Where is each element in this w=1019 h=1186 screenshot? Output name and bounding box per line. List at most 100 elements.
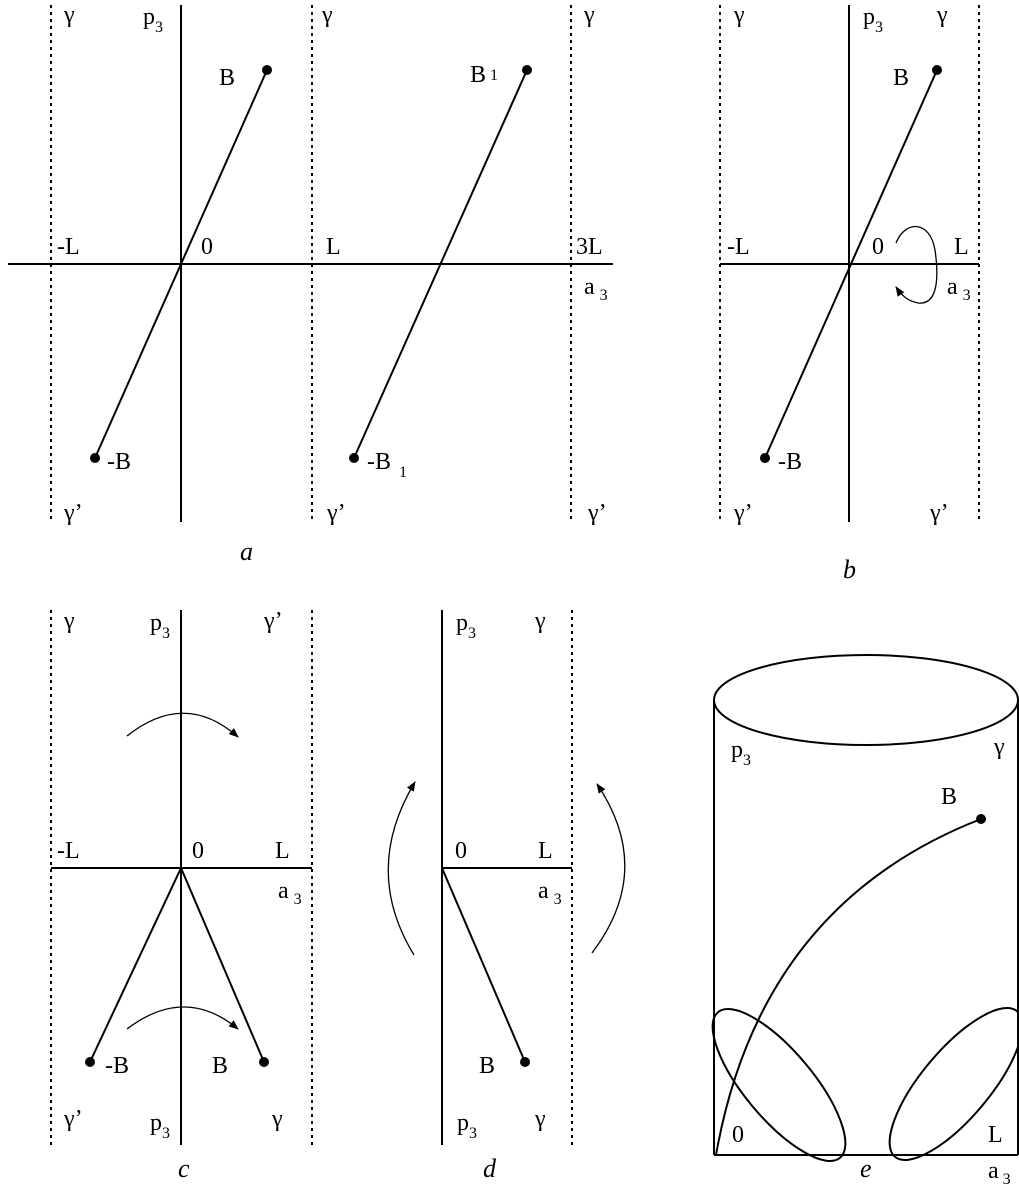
panel-b-L-label: L	[954, 234, 969, 260]
panel-a-point-B1	[522, 65, 532, 75]
panel-b-a-label: a	[947, 274, 958, 300]
panel-c-point-B	[259, 1057, 269, 1067]
panel-a-p-label: p	[143, 4, 155, 30]
panel-d-p-top-subscript: 3	[468, 625, 476, 642]
panel-d-p-top-label: p	[456, 610, 468, 636]
panel-a-gamma-prime-label: γ’	[63, 500, 83, 526]
panel-a-point-B	[262, 65, 272, 75]
panel-e-L-label: L	[988, 1122, 1003, 1148]
panel-c-p3-bottom-label: p3	[150, 1110, 170, 1142]
panel-c-L-label: L	[275, 838, 290, 864]
panel-a-minus-L-label: -L	[57, 234, 80, 260]
panel-d-p-bottom-label: p	[457, 1110, 469, 1136]
panel-b-p3-label: p3	[863, 4, 883, 36]
panel-c-gamma-prime-label: γ’	[263, 608, 283, 634]
panel-b-a-subscript: 3	[963, 287, 971, 304]
panel-a-p3-label: p3	[143, 4, 163, 36]
panel-a-point-minus-B1	[349, 453, 359, 463]
panel-c-B-label: B	[212, 1053, 228, 1079]
panel-a-3L-label: 3L	[576, 234, 603, 260]
panel-e-cylinder-top-ellipse	[713, 654, 1019, 746]
panel-a-gamma-prime-label: γ’	[326, 500, 346, 526]
panel-a-B-label: B	[219, 65, 235, 91]
panel-d-L-label: L	[538, 838, 553, 864]
panel-b-gamma-prime-label: γ’	[733, 500, 753, 526]
panel-c-gamma-label: γ	[63, 608, 75, 634]
panel-c-origin-label: 0	[192, 838, 204, 864]
panel-c-lower-arrow	[126, 1006, 239, 1030]
panel-c-segment-to-B	[180, 867, 265, 1063]
panel-a-B1-subscript: 1	[490, 67, 498, 84]
panel-b-caption: b	[843, 555, 856, 584]
panel-c-p-top-subscript: 3	[162, 625, 170, 642]
panel-b-p-label: p	[863, 4, 875, 30]
panel-c-p3-top-label: p3	[150, 610, 170, 642]
panel-d-p-bottom-subscript: 3	[469, 1125, 477, 1142]
panel-a-p-subscript: 3	[155, 19, 163, 36]
panel-a-gamma-prime-label: γ’	[587, 500, 607, 526]
panel-b-point-B	[932, 65, 942, 75]
panel-e-origin-label: 0	[732, 1122, 744, 1148]
panel-d-gamma-label: γ	[534, 608, 546, 634]
panel-a-shifted-trajectory-segment	[353, 69, 528, 459]
panel-e-right-tilted-ellipse	[888, 1007, 1019, 1161]
panel-a-L-label: L	[326, 234, 341, 260]
panel-c-minus-B-label: -B	[105, 1053, 129, 1079]
panel-e-p-subscript: 3	[743, 752, 751, 769]
panel-d-left-arrow	[387, 781, 416, 956]
panel-b-p-subscript: 3	[875, 19, 883, 36]
panel-b-gamma-label: γ	[936, 2, 948, 28]
panel-e-B-label: B	[941, 784, 957, 810]
panel-a-origin-label: 0	[201, 234, 213, 260]
panel-c-segment-to-minus-B	[89, 867, 182, 1063]
panel-b-gamma-label: γ	[733, 2, 745, 28]
panel-e-a-label: a	[988, 1158, 999, 1184]
panel-d-gamma-label: γ	[534, 1106, 546, 1132]
panel-c-upper-arrow	[126, 712, 239, 738]
panel-c-caption: c	[178, 1154, 190, 1183]
panel-d-caption: d	[483, 1154, 497, 1183]
panel-c-gamma-prime-label: γ’	[63, 1106, 83, 1132]
panel-e-left-tilted-ellipse	[711, 1008, 847, 1162]
panel-d-right-arrow	[591, 783, 626, 954]
panel-a-caption: a	[240, 537, 253, 566]
panel-e-p-label: p	[731, 737, 743, 763]
panel-e-a-subscript: 3	[1003, 1171, 1011, 1186]
panel-c-a-label: a	[278, 878, 289, 904]
panel-b-rotation-arrow	[895, 225, 938, 304]
panel-c-p-bottom-subscript: 3	[162, 1125, 170, 1142]
panel-d-origin-label: 0	[455, 838, 467, 864]
panel-b-B-label: B	[893, 65, 909, 91]
panel-a-minus-B1-letter: -B	[367, 449, 391, 475]
panel-c-a-subscript: 3	[294, 891, 302, 908]
panel-a-a-label: a	[584, 274, 595, 300]
panel-b-minus-L-label: -L	[727, 234, 750, 260]
panel-a-point-minus-B	[90, 453, 100, 463]
panel-c-p-bottom-label: p	[150, 1110, 162, 1136]
panel-e-point-B	[976, 814, 986, 824]
panel-b-point-minus-B	[760, 453, 770, 463]
panel-a-B1-letter: B	[470, 62, 486, 88]
panel-e-trajectory-curve	[715, 818, 982, 1156]
panel-a-gamma-label: γ	[63, 2, 75, 28]
panel-c-minus-L-label: -L	[57, 838, 80, 864]
panel-a-gamma-label: γ	[583, 2, 595, 28]
panel-e-gamma-label: γ	[993, 734, 1005, 760]
panel-b-trajectory-segment	[764, 69, 938, 459]
panel-e-p3-label: p3	[731, 737, 751, 769]
panel-d-point-B	[520, 1057, 530, 1067]
panel-d-trajectory-segment	[441, 867, 526, 1063]
panel-a-trajectory-segment	[94, 69, 268, 459]
